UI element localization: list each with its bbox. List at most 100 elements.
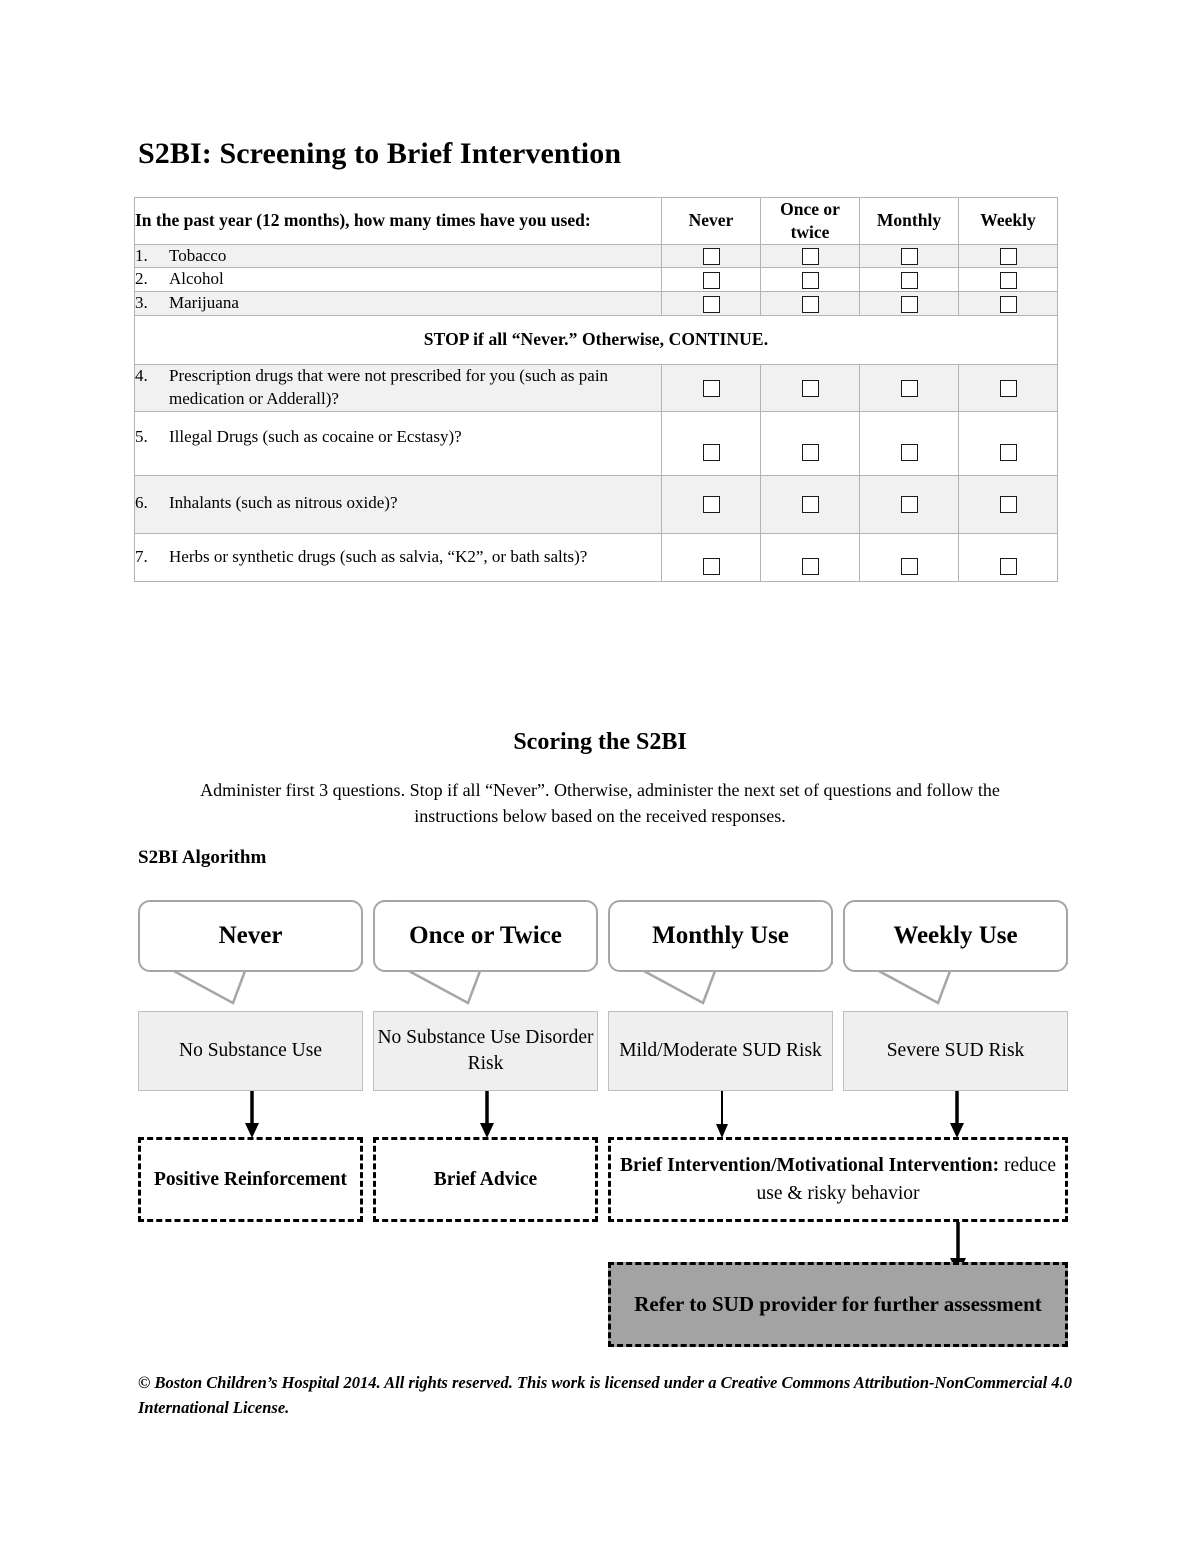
bubble-weekly-use: Weekly Use xyxy=(843,900,1068,972)
checkbox-icon[interactable] xyxy=(900,558,918,576)
checkbox-cell-once-or-twice[interactable] xyxy=(760,475,860,535)
checkbox-cell-monthly[interactable] xyxy=(859,267,959,293)
page-title: S2BI: Screening to Brief Intervention xyxy=(138,137,622,170)
result-label: No Substance Use Disorder Risk xyxy=(377,1026,594,1074)
result-box-no-substance-use: No Substance Use xyxy=(138,1011,363,1091)
question-number: 2. xyxy=(135,269,148,289)
checkbox-cell-weekly[interactable] xyxy=(958,291,1058,317)
table-row: 5. Illegal Drugs (such as cocaine or Ecs… xyxy=(134,411,1058,477)
checkbox-cell-never[interactable] xyxy=(661,291,761,317)
table-row: 1. Tobacco xyxy=(134,243,1058,269)
bubble-label: Once or Twice xyxy=(409,922,562,949)
stop-notice: STOP if all “Never.” Otherwise, CONTINUE… xyxy=(134,315,1058,366)
checkbox-icon[interactable] xyxy=(900,271,918,289)
checkbox-icon[interactable] xyxy=(801,496,819,514)
checkbox-icon[interactable] xyxy=(702,444,720,462)
arrow-down-never xyxy=(245,1091,259,1138)
checkbox-cell-never[interactable] xyxy=(661,533,761,582)
header-question-prompt: In the past year (12 months), how many t… xyxy=(134,197,662,245)
checkbox-icon[interactable] xyxy=(999,380,1017,398)
checkbox-icon[interactable] xyxy=(900,247,918,265)
checkbox-cell-weekly[interactable] xyxy=(958,267,1058,293)
question-number: 4. xyxy=(135,366,148,386)
checkbox-cell-once-or-twice[interactable] xyxy=(760,243,860,269)
checkbox-icon[interactable] xyxy=(702,247,720,265)
checkbox-cell-never[interactable] xyxy=(661,411,761,477)
screening-table: In the past year (12 months), how many t… xyxy=(134,197,1058,582)
checkbox-icon[interactable] xyxy=(801,444,819,462)
table-header-row: In the past year (12 months), how many t… xyxy=(134,197,1058,245)
result-box-no-sud-risk: No Substance Use Disorder Risk xyxy=(373,1011,598,1091)
checkbox-cell-weekly[interactable] xyxy=(958,533,1058,582)
checkbox-cell-once-or-twice[interactable] xyxy=(760,364,860,413)
arrow-down-weekly xyxy=(950,1091,964,1138)
checkbox-icon[interactable] xyxy=(702,558,720,576)
bubble-never: Never xyxy=(138,900,363,972)
checkbox-cell-once-or-twice[interactable] xyxy=(760,411,860,477)
checkbox-cell-weekly[interactable] xyxy=(958,243,1058,269)
refer-label: Refer to SUD provider for further assess… xyxy=(634,1291,1042,1316)
checkbox-icon[interactable] xyxy=(801,380,819,398)
bubble-label: Monthly Use xyxy=(652,922,789,949)
question-cell: 1. Tobacco xyxy=(134,243,662,269)
checkbox-icon[interactable] xyxy=(801,295,819,313)
action-label-rest: reduce use & risky behavior xyxy=(756,1155,1056,1204)
checkbox-cell-monthly[interactable] xyxy=(859,364,959,413)
question-text: Prescription drugs that were not prescri… xyxy=(169,366,609,409)
checkbox-icon[interactable] xyxy=(999,496,1017,514)
checkbox-cell-weekly[interactable] xyxy=(958,475,1058,535)
checkbox-icon[interactable] xyxy=(900,444,918,462)
table-row: 2. Alcohol xyxy=(134,267,1058,293)
checkbox-icon[interactable] xyxy=(702,295,720,313)
checkbox-icon[interactable] xyxy=(999,271,1017,289)
checkbox-cell-weekly[interactable] xyxy=(958,411,1058,477)
bubble-once-or-twice: Once or Twice xyxy=(373,900,598,972)
checkbox-cell-never[interactable] xyxy=(661,475,761,535)
result-box-severe-sud-risk: Severe SUD Risk xyxy=(843,1011,1068,1091)
question-number: 3. xyxy=(135,293,148,313)
checkbox-cell-monthly[interactable] xyxy=(859,243,959,269)
header-option-once-or-twice: Once or twice xyxy=(760,197,860,245)
question-cell: 7. Herbs or synthetic drugs (such as sal… xyxy=(134,533,662,582)
header-option-never: Never xyxy=(661,197,761,245)
checkbox-icon[interactable] xyxy=(900,496,918,514)
result-label: Mild/Moderate SUD Risk xyxy=(619,1039,822,1061)
question-text: Herbs or synthetic drugs (such as salvia… xyxy=(169,547,588,567)
checkbox-icon[interactable] xyxy=(999,295,1017,313)
copyright-footer: © Boston Children’s Hospital 2014. All r… xyxy=(138,1373,1072,1417)
table-row: 6. Inhalants (such as nitrous oxide)? xyxy=(134,475,1058,535)
action-label-bold: Brief Intervention/Motivational Interven… xyxy=(620,1155,1000,1177)
bubble-label: Weekly Use xyxy=(893,922,1018,949)
checkbox-cell-monthly[interactable] xyxy=(859,533,959,582)
checkbox-icon[interactable] xyxy=(999,558,1017,576)
question-cell: 3. Marijuana xyxy=(134,291,662,317)
checkbox-icon[interactable] xyxy=(900,380,918,398)
question-cell: 2. Alcohol xyxy=(134,267,662,293)
question-text: Inhalants (such as nitrous oxide)? xyxy=(169,493,398,513)
checkbox-icon[interactable] xyxy=(702,380,720,398)
checkbox-icon[interactable] xyxy=(999,247,1017,265)
question-cell: 6. Inhalants (such as nitrous oxide)? xyxy=(134,475,662,535)
action-box-brief-advice: Brief Advice xyxy=(373,1137,598,1222)
header-option-weekly: Weekly xyxy=(958,197,1058,245)
question-text: Alcohol xyxy=(169,269,224,289)
checkbox-cell-monthly[interactable] xyxy=(859,291,959,317)
checkbox-icon[interactable] xyxy=(900,295,918,313)
checkbox-icon[interactable] xyxy=(801,271,819,289)
checkbox-icon[interactable] xyxy=(801,558,819,576)
checkbox-cell-monthly[interactable] xyxy=(859,411,959,477)
checkbox-cell-never[interactable] xyxy=(661,243,761,269)
checkbox-cell-once-or-twice[interactable] xyxy=(760,267,860,293)
checkbox-cell-once-or-twice[interactable] xyxy=(760,533,860,582)
checkbox-icon[interactable] xyxy=(999,444,1017,462)
checkbox-cell-monthly[interactable] xyxy=(859,475,959,535)
checkbox-cell-weekly[interactable] xyxy=(958,364,1058,413)
question-text: Marijuana xyxy=(169,293,239,313)
question-number: 6. xyxy=(135,493,148,513)
checkbox-icon[interactable] xyxy=(702,496,720,514)
checkbox-icon[interactable] xyxy=(801,247,819,265)
question-text: Tobacco xyxy=(169,245,227,265)
scoring-heading: Scoring the S2BI xyxy=(513,729,687,755)
checkbox-icon[interactable] xyxy=(702,271,720,289)
